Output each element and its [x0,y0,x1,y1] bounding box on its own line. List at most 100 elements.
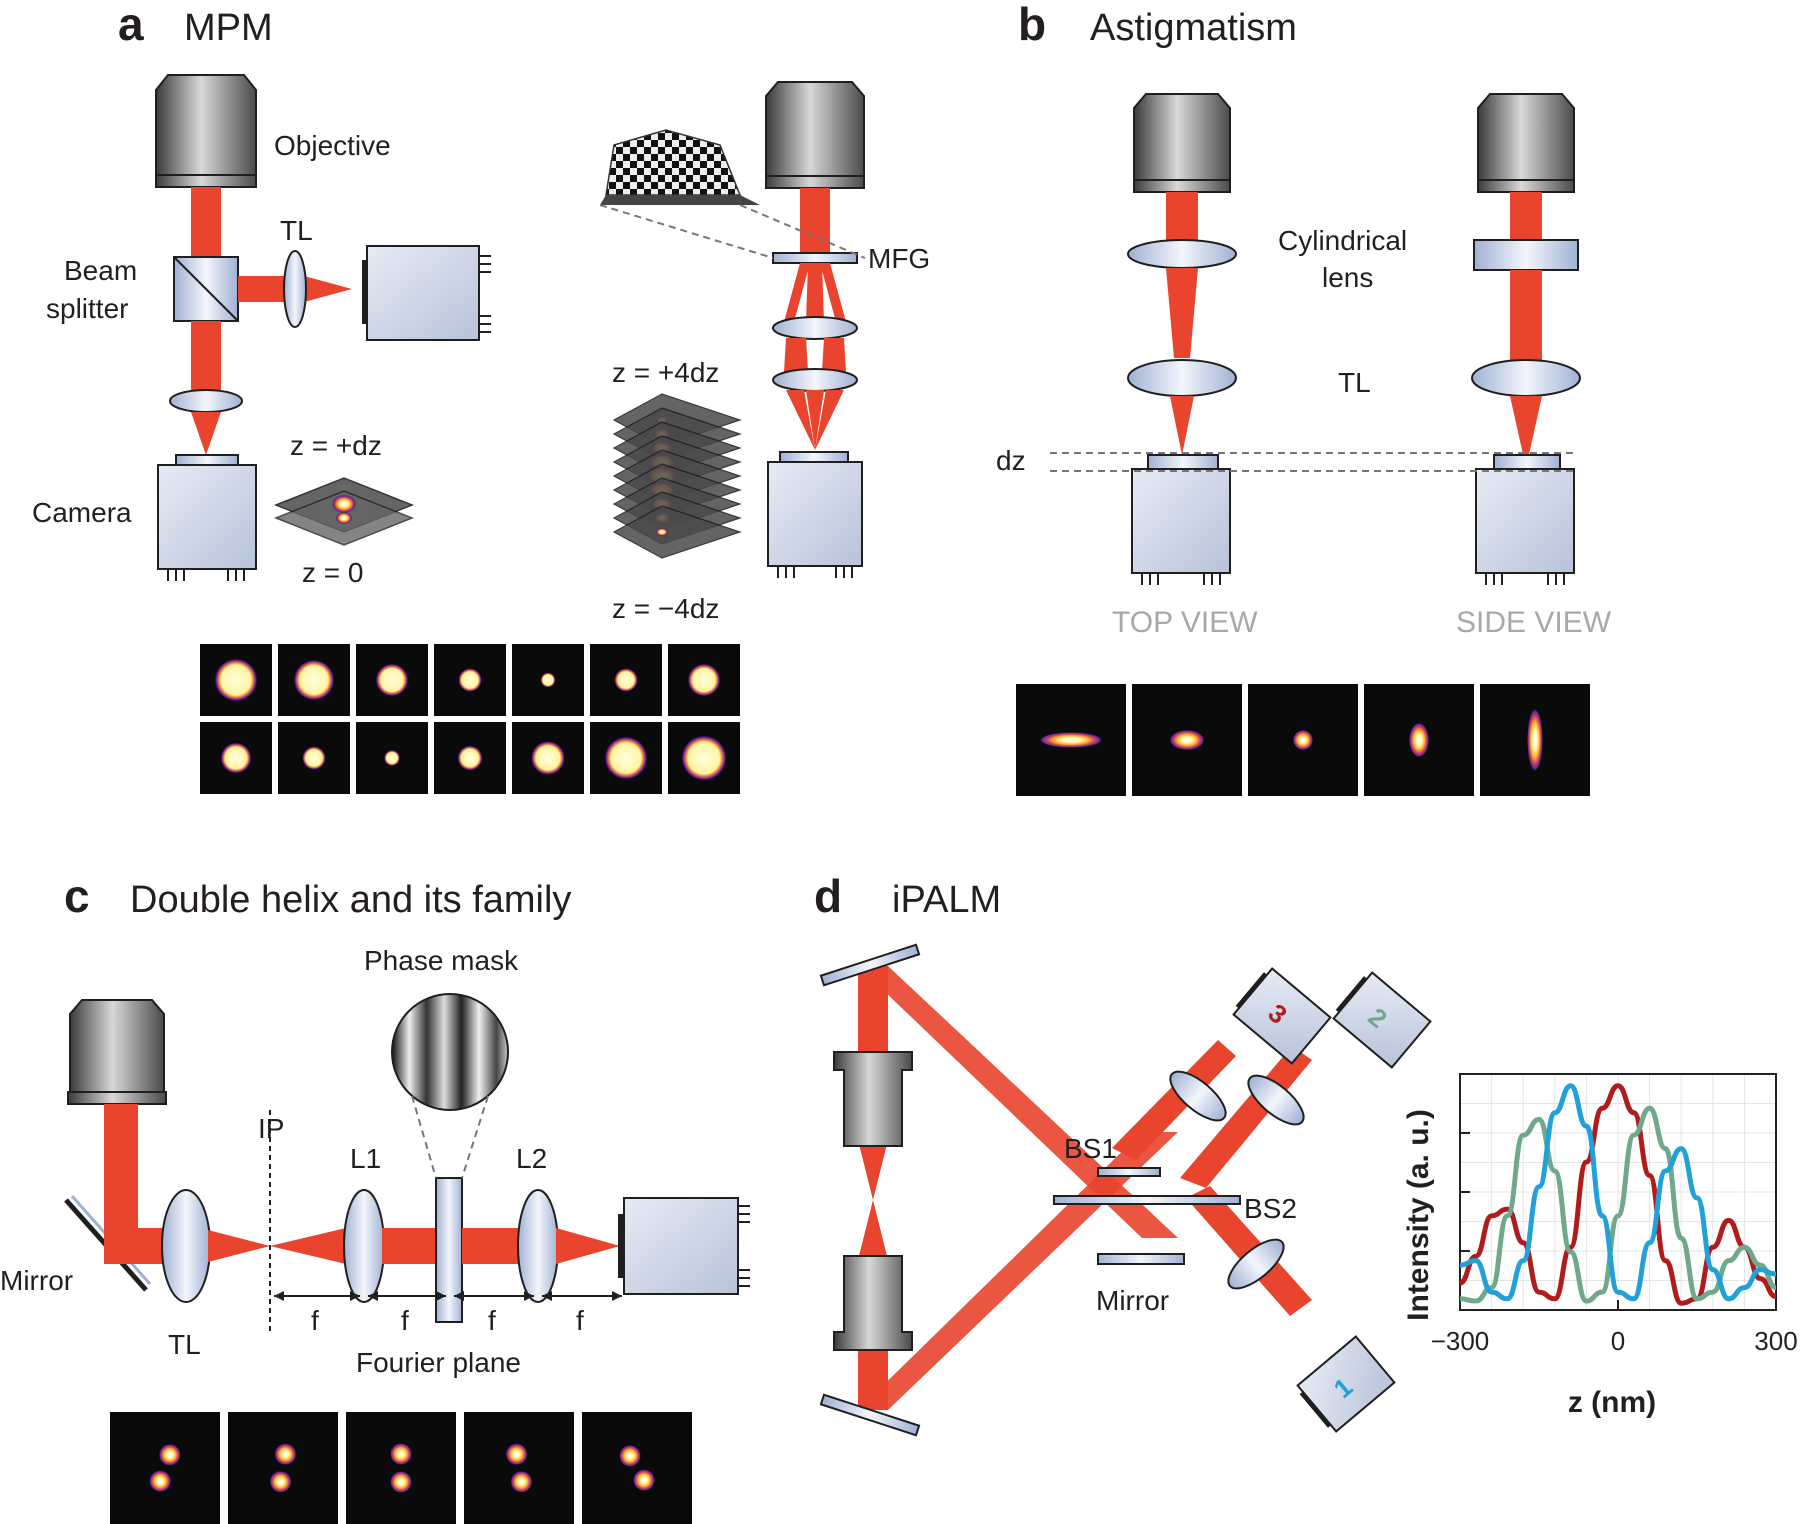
label-top-view: TOP VIEW [1112,606,1258,639]
label-beam: Beam [64,255,137,286]
psf-spot [1408,722,1430,758]
psf-spot [294,660,334,700]
chart-y-label: Intensity (a. u.) [1402,1109,1435,1321]
label-f: f [488,1305,496,1336]
objective-b2 [1477,93,1575,181]
psf-tile [110,1412,220,1524]
tl-lens-a1-bottom [169,389,243,413]
psf-spot [605,737,647,779]
label-z-minus-4dz: z = −4dz [612,593,719,624]
tl-lens-b2 [1471,359,1581,397]
psf-lobe [274,1443,297,1466]
lens-l2 [517,1189,559,1303]
camera-1: 1 [1296,1335,1396,1433]
panel-a-title: MPM [184,7,273,49]
beam-splitter-bs2 [1053,1195,1241,1205]
label-lens: lens [1322,262,1373,293]
objective-a1 [155,74,257,188]
label-mirror-d: Mirror [1096,1285,1169,1316]
x-tick-label: −300 [1431,1326,1490,1356]
psf-spot [457,745,483,771]
label-mirror-c: Mirror [0,1265,73,1296]
label-side-view: SIDE VIEW [1456,606,1612,639]
psf-tile [582,1412,692,1524]
cylindrical-lens-top [1127,239,1237,269]
tl-lens-c [161,1189,211,1303]
psf-spot [1169,729,1205,751]
label-fourier-plane: Fourier plane [356,1347,521,1378]
beam-splitter-bs1 [1097,1167,1161,1177]
label-bs1: BS1 [1064,1133,1117,1164]
psf-lobe [633,1469,655,1492]
psf-tile [346,1412,456,1524]
panel-d-letter: d [814,870,842,922]
label-objective: Objective [274,130,391,161]
cylindrical-lens-side [1473,239,1579,271]
camera-a2 [767,461,863,567]
psf-spot [614,668,638,692]
psf-spot [1527,708,1543,772]
label-tl-a: TL [280,215,313,246]
lens-cam3 [1169,1070,1227,1122]
objective-d-top [833,1051,913,1147]
objective-a2 [765,81,865,189]
panel-c: c Double helix and its family Mirror TL … [0,870,750,1524]
stack-slice [612,505,742,559]
psf-spot [688,664,720,696]
focal-stack [612,393,742,559]
psf-spot [458,668,482,692]
label-f: f [401,1305,409,1336]
psf-tile [464,1412,574,1524]
panel-d: d iPALM BS1 BS2 Mirror 3 [814,870,1798,1437]
label-cylindrical: Cylindrical [1278,225,1407,256]
label-f: f [311,1305,319,1336]
label-tl-b: TL [1338,367,1371,398]
phase-mask-plate [435,1177,463,1323]
mirror-d-center [1097,1253,1185,1265]
label-l2: L2 [516,1143,547,1174]
psf-lobe [158,1443,181,1466]
lens-cam1 [1227,1238,1285,1290]
chart-x-label: z (nm) [1568,1386,1656,1419]
lens-l1 [343,1189,385,1303]
label-ip: IP [258,1113,284,1144]
camera-b2 [1475,468,1575,574]
panel-b: b Astigmatism Cylindrical lens TL dz TOP… [996,0,1612,796]
psf-spot [376,664,408,696]
phase-mask-inset [391,993,509,1111]
panel-d-title: iPALM [892,879,1001,921]
psf-spot [682,736,726,780]
objective-d-bottom [833,1255,913,1351]
series-line-3 [1459,1083,1777,1302]
panel-a: a MPM Objective TL Beam splitter Camera … [32,0,930,794]
relay-lens-a2 [772,368,858,392]
label-dz: dz [996,445,1026,476]
psf-spot [384,750,400,766]
label-bs2: BS2 [1244,1193,1297,1224]
panel-c-letter: c [64,870,90,922]
camera-c [623,1197,739,1295]
tl-lens-b1 [1127,359,1237,397]
camera-b1 [1131,468,1231,574]
objective-c [69,999,165,1093]
label-l1: L1 [350,1143,381,1174]
panel-b-title: Astigmatism [1090,7,1297,49]
psf-spot [1292,729,1314,751]
psf-spot [215,659,257,701]
psf-row-c [110,1412,692,1524]
lens-cam2 [1247,1074,1305,1126]
psf-lobe [390,1471,412,1493]
label-camera: Camera [32,497,132,528]
label-tl-c: TL [168,1329,201,1360]
mfg-pattern-inset [605,129,742,196]
label-mfg: MFG [868,243,930,274]
psf-row-b [1016,684,1590,796]
mirror-d-top [819,943,921,987]
beam-a1-top [191,187,221,257]
label-phase-mask: Phase mask [364,945,519,976]
camera-a1-side [366,245,480,341]
label-z-plus-dz: z = +dz [290,430,382,461]
psf-lobe [505,1443,528,1466]
